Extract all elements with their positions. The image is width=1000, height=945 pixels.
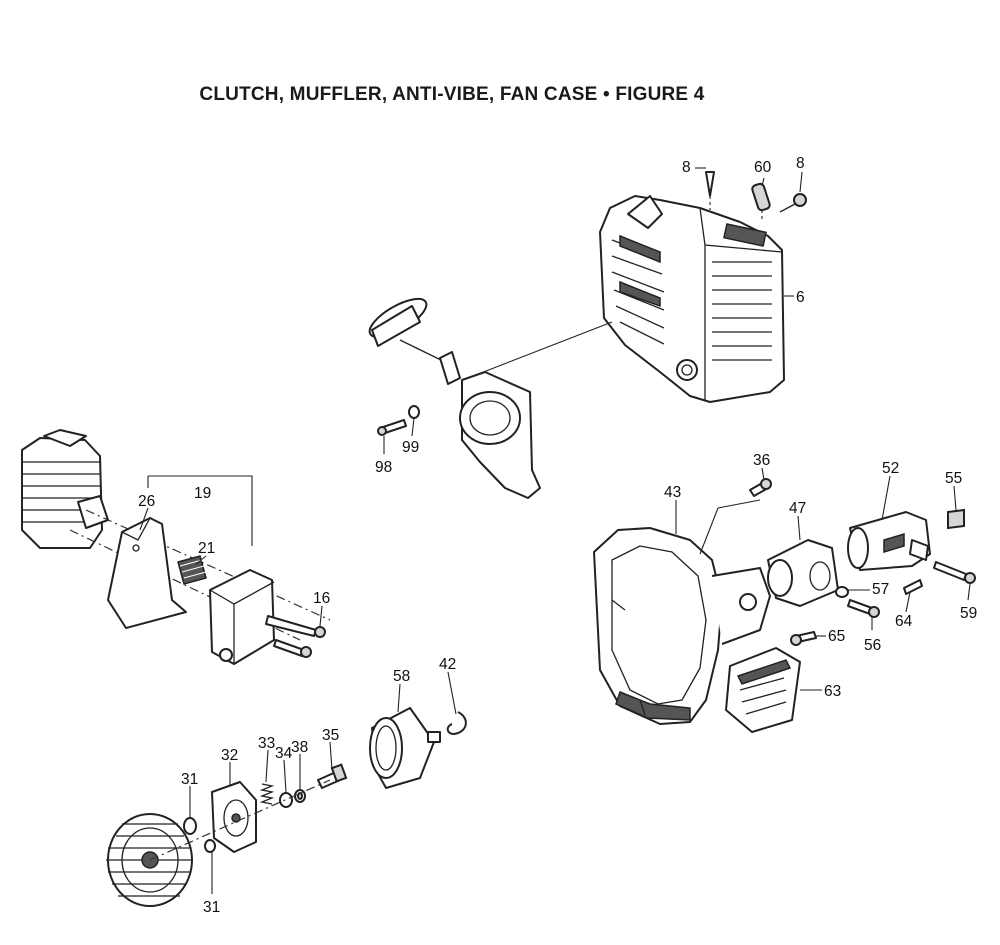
washer-31-top [183, 817, 197, 835]
washer-57 [835, 586, 849, 598]
callout-leaders [139, 167, 971, 894]
gasket-21 [177, 555, 207, 585]
screw-65 [790, 631, 817, 646]
screw-8-right [779, 193, 807, 213]
callout-59: 59 [960, 605, 977, 622]
fan-housing-43 [593, 499, 771, 725]
screw-98 [377, 419, 407, 436]
washer-34 [279, 792, 293, 808]
starter-handle [368, 297, 461, 385]
callout-99: 99 [402, 439, 419, 456]
screw-8-top [705, 171, 715, 210]
callout-26: 26 [138, 493, 155, 510]
callout-56: 56 [864, 637, 881, 654]
clip-55 [947, 508, 965, 530]
pin-64 [903, 579, 923, 595]
sleeve-47 [767, 539, 839, 607]
washer-99 [408, 405, 420, 419]
callout-35: 35 [322, 727, 339, 744]
muffler-group-bracket [147, 475, 253, 546]
callout-32: 32 [221, 747, 238, 764]
callout-16: 16 [313, 590, 330, 607]
callout-21: 21 [198, 540, 215, 557]
figure-title: CLUTCH, MUFFLER, ANTI-VIBE, FAN CASE • F… [199, 84, 705, 105]
callout-38: 38 [291, 739, 308, 756]
callout-65: 65 [828, 628, 845, 645]
clamp-52 [847, 511, 931, 571]
screw-59 [933, 561, 976, 584]
callout-55: 55 [945, 470, 962, 487]
clip-60 [751, 182, 771, 222]
callout-42: 42 [439, 656, 456, 673]
callout-58: 58 [393, 668, 410, 685]
cylinder [21, 429, 109, 549]
callout-57: 57 [872, 581, 889, 598]
clutch-shoes-32 [211, 781, 257, 853]
callout-47: 47 [789, 500, 806, 517]
callout-36: 36 [753, 452, 770, 469]
callout-labels: 8 60 8 6 98 99 26 19 21 16 36 43 47 52 5… [138, 155, 977, 916]
callout-63: 63 [824, 683, 841, 700]
flywheel [106, 813, 193, 907]
snap-ring-42 [446, 711, 467, 735]
screw-56 [847, 599, 880, 618]
callout-52: 52 [882, 460, 899, 477]
guard-63 [725, 647, 801, 733]
clutch-dashed-axis [149, 779, 331, 861]
callout-31-top: 31 [181, 771, 198, 788]
callout-43: 43 [664, 484, 681, 501]
callout-60: 60 [754, 159, 772, 176]
recoil-starter-housing [459, 321, 613, 499]
fan-case-cover [599, 195, 785, 403]
callout-34: 34 [275, 745, 293, 762]
callout-64: 64 [895, 613, 913, 630]
spring-33 [259, 783, 275, 805]
callout-98: 98 [375, 459, 392, 476]
callout-19: 19 [194, 485, 211, 502]
clutch-drum-58 [369, 707, 441, 789]
screw-36 [749, 478, 772, 497]
washer-31-bottom [204, 839, 216, 853]
muffler-bolt-16 [265, 615, 326, 658]
washer-38 [294, 789, 306, 803]
muffler-body [209, 569, 275, 665]
callout-8-top: 8 [682, 159, 691, 176]
callout-6: 6 [796, 289, 805, 306]
heat-shield-26 [107, 517, 187, 629]
callout-31-bottom: 31 [203, 899, 220, 916]
callout-8-right: 8 [796, 155, 805, 172]
callout-33: 33 [258, 735, 275, 752]
